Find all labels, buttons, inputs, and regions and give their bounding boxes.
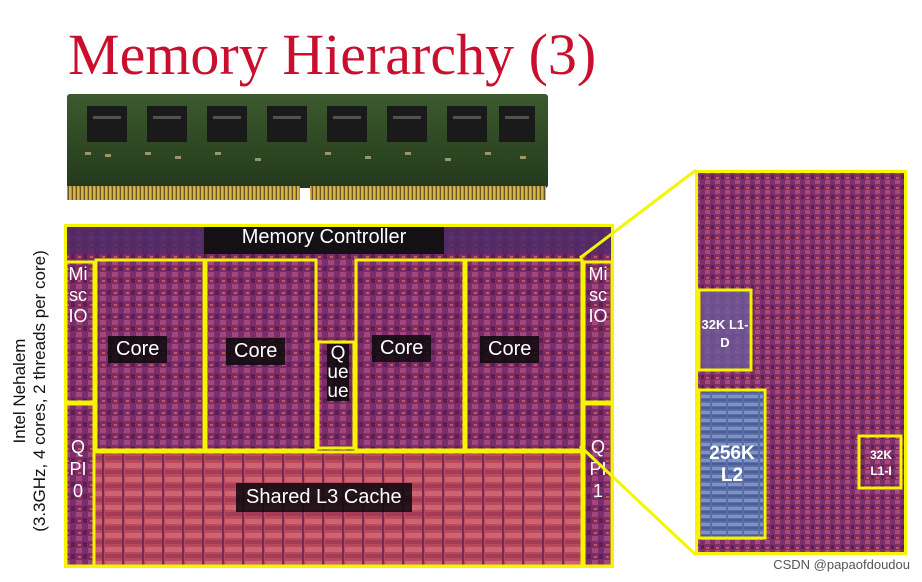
processor-name: Intel Nehalem <box>10 338 29 444</box>
core-2-label: Core <box>226 338 286 365</box>
ram-module-image <box>67 94 548 200</box>
shared-l3-cache-label: Shared L3 Cache <box>236 483 412 512</box>
processor-specs: (3.3GHz, 4 cores, 2 threads per core) <box>30 250 49 532</box>
l1-instruction-cache-label: 32K L1-I <box>869 448 892 478</box>
qpi-0-label: QPI0 <box>69 437 87 501</box>
core-3-label: Core <box>372 335 432 362</box>
misc-io-left-label: MiscIO <box>68 264 88 326</box>
queue-label: Queue <box>327 343 349 402</box>
qpi-1-label: QPI1 <box>589 437 607 501</box>
core-zoom-image <box>695 170 907 555</box>
core-1-label: Core <box>108 336 168 363</box>
watermark-credit: CSDN @papaofdoudou <box>773 557 910 572</box>
processor-label: Intel Nehalem (3.3GHz, 4 cores, 2 thread… <box>10 226 50 556</box>
l2-cache-label: 256K L2 <box>709 443 755 486</box>
misc-io-right-label: MiscIO <box>588 264 608 326</box>
page-title: Memory Hierarchy (3) <box>68 22 597 87</box>
core-4-label: Core <box>480 336 540 363</box>
l1-data-cache-label: 32K L1-D <box>701 317 749 350</box>
memory-controller-label: Memory Controller <box>241 226 407 248</box>
